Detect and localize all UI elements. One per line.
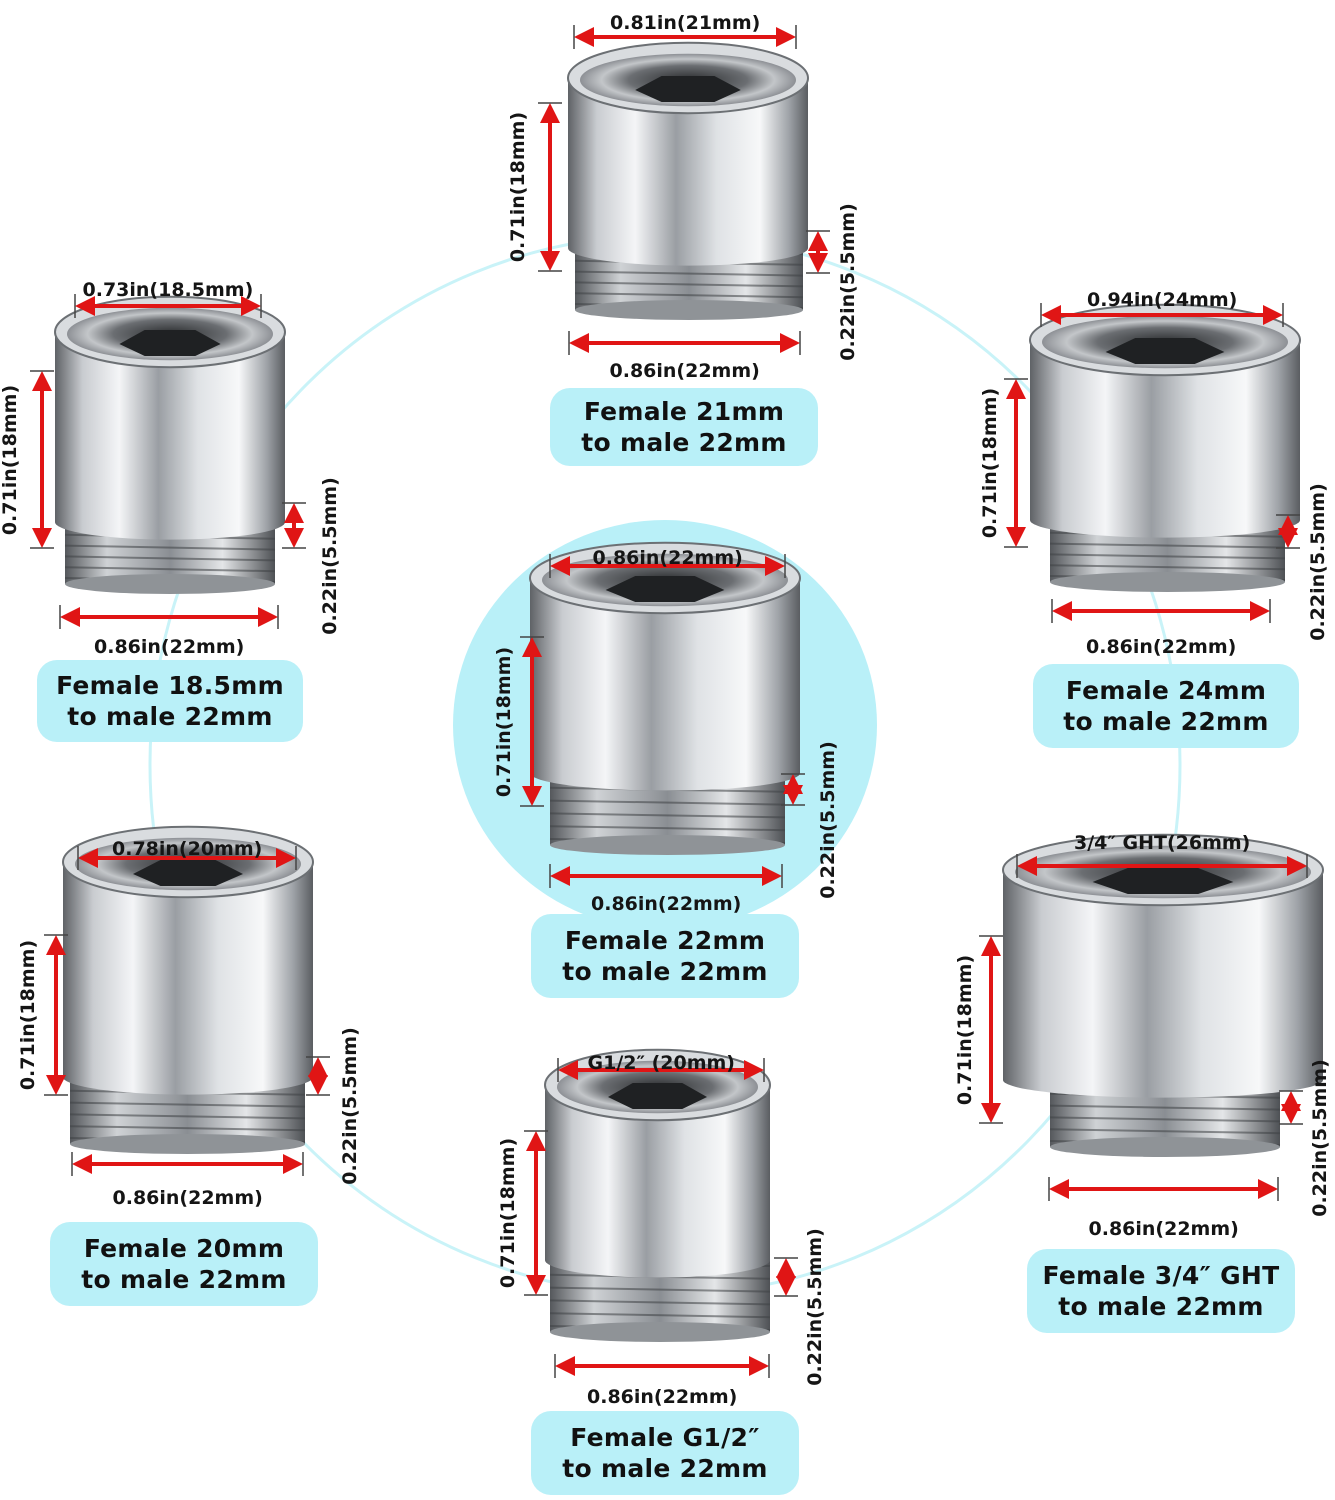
bottom-width-label: 0.86in(22mm) <box>591 893 742 915</box>
thread-groove <box>574 292 804 299</box>
thread-groove <box>1049 1104 1281 1111</box>
bottom-width-label: 0.86in(22mm) <box>112 1187 263 1209</box>
adapter-label-line1: Female G1/2″ <box>570 1423 760 1452</box>
thread-bottom-edge <box>550 835 785 855</box>
thread-bottom-edge <box>550 1322 770 1342</box>
bottom-width-label: 0.86in(22mm) <box>1088 1218 1239 1240</box>
bottom-width-label: 0.86in(22mm) <box>587 1386 738 1408</box>
thread-groove <box>574 270 804 277</box>
thread-label: 0.22in(5.5mm) <box>836 203 859 361</box>
height-label: 0.71in(18mm) <box>507 111 530 263</box>
thread-groove <box>64 566 276 573</box>
fitting-ag12 <box>544 1048 771 1342</box>
body-bottom-edge <box>530 755 800 791</box>
adapter-label-line1: Female 18.5mm <box>56 671 284 700</box>
height-label: 0.71in(18mm) <box>954 954 977 1105</box>
body-bottom-edge <box>1030 502 1300 538</box>
thread-groove <box>1049 1116 1281 1123</box>
top-width-label: 0.78in(20mm) <box>112 838 263 860</box>
thread-groove <box>549 1312 771 1319</box>
bottom-width-label: 0.86in(22mm) <box>94 636 245 658</box>
body-bottom-edge <box>1003 1062 1323 1098</box>
thread-groove <box>69 1125 306 1132</box>
thread-label: 0.22in(5.5mm) <box>1308 1058 1331 1217</box>
thread-groove <box>64 555 276 562</box>
top-width-label: 3/4″ GHT(26mm) <box>1074 832 1251 854</box>
thread-groove <box>1049 564 1286 571</box>
fitting-a24 <box>1029 303 1301 592</box>
thread-bottom-edge <box>65 574 275 594</box>
bottom-width-label: 0.86in(22mm) <box>1086 636 1237 658</box>
thread-label: 0.22in(5.5mm) <box>816 740 839 899</box>
fitting-a21 <box>567 41 809 320</box>
top-width-label: 0.81in(21mm) <box>610 12 761 34</box>
hex-inner-icon <box>635 76 741 102</box>
thread-bottom-edge <box>575 300 803 320</box>
body-bottom-edge <box>63 1059 313 1095</box>
fitting-a22 <box>529 541 801 855</box>
hex-inner-icon <box>1105 338 1225 364</box>
thread-label: 0.22in(5.5mm) <box>318 476 341 635</box>
thread-groove <box>549 799 786 806</box>
adapter-label-line2: to male 22mm <box>581 428 787 457</box>
adapter-label-line2: to male 22mm <box>562 1454 768 1483</box>
top-width-label: 0.86in(22mm) <box>592 547 743 569</box>
adapter-label-line1: Female 20mm <box>83 1234 285 1263</box>
body-bottom-edge <box>545 1242 770 1278</box>
height-label: 0.71in(18mm) <box>979 387 1002 539</box>
thread-groove <box>69 1101 306 1108</box>
adapter-label-line1: Female 24mm <box>1065 676 1267 705</box>
thread-groove <box>549 1299 771 1306</box>
thread-label: 0.22in(5.5mm) <box>803 1228 826 1386</box>
adapter-label-line2: to male 22mm <box>562 957 768 986</box>
thread-bottom-edge <box>1050 572 1285 592</box>
thread-groove <box>1049 553 1286 560</box>
fitting-a20 <box>62 825 314 1154</box>
thread-groove <box>1049 542 1286 549</box>
hex-inner-icon <box>608 1083 707 1109</box>
top-width-label: 0.73in(18.5mm) <box>82 279 254 301</box>
adapter-label-line2: to male 22mm <box>81 1265 287 1294</box>
thread-groove <box>549 812 786 819</box>
top-width-label: 0.94in(24mm) <box>1087 289 1238 311</box>
body-bottom-edge <box>568 230 808 266</box>
adapter-label-line2: to male 22mm <box>1058 1292 1264 1321</box>
adapter-label-ag12: Female G1/2″to male 22mm <box>531 1411 799 1495</box>
thread-groove <box>549 825 786 832</box>
thread-label: 0.22in(5.5mm) <box>338 1027 361 1185</box>
thread-bottom-edge <box>70 1134 305 1154</box>
thread-groove <box>64 544 276 551</box>
height-label: 0.71in(18mm) <box>17 939 40 1091</box>
fitting-a185 <box>54 295 286 594</box>
hex-inner-icon <box>605 576 725 602</box>
adapter-label-line2: to male 22mm <box>1063 707 1269 736</box>
adapter-label-line1: Female 3/4″ GHT <box>1042 1261 1280 1290</box>
fitting-aght <box>1002 833 1324 1157</box>
thread-bottom-edge <box>1050 1137 1280 1157</box>
thread-groove <box>69 1113 306 1120</box>
hex-inner-icon <box>119 330 221 356</box>
height-label: 0.71in(18mm) <box>497 1137 520 1289</box>
thread-groove <box>549 1286 771 1293</box>
bottom-width-label: 0.86in(22mm) <box>609 360 760 382</box>
thread-label: 0.22in(5.5mm) <box>1306 482 1329 641</box>
adapter-label-line1: Female 21mm <box>583 397 785 426</box>
thread-groove <box>1049 1128 1281 1135</box>
top-width-label: G1/2″ (20mm) <box>587 1052 735 1074</box>
adapter-label-line2: to male 22mm <box>67 702 273 731</box>
body-bottom-edge <box>55 504 285 540</box>
adapter-label-line1: Female 22mm <box>564 926 766 955</box>
height-label: 0.71in(18mm) <box>0 384 22 535</box>
thread-groove <box>574 281 804 288</box>
height-label: 0.71in(18mm) <box>493 646 516 797</box>
